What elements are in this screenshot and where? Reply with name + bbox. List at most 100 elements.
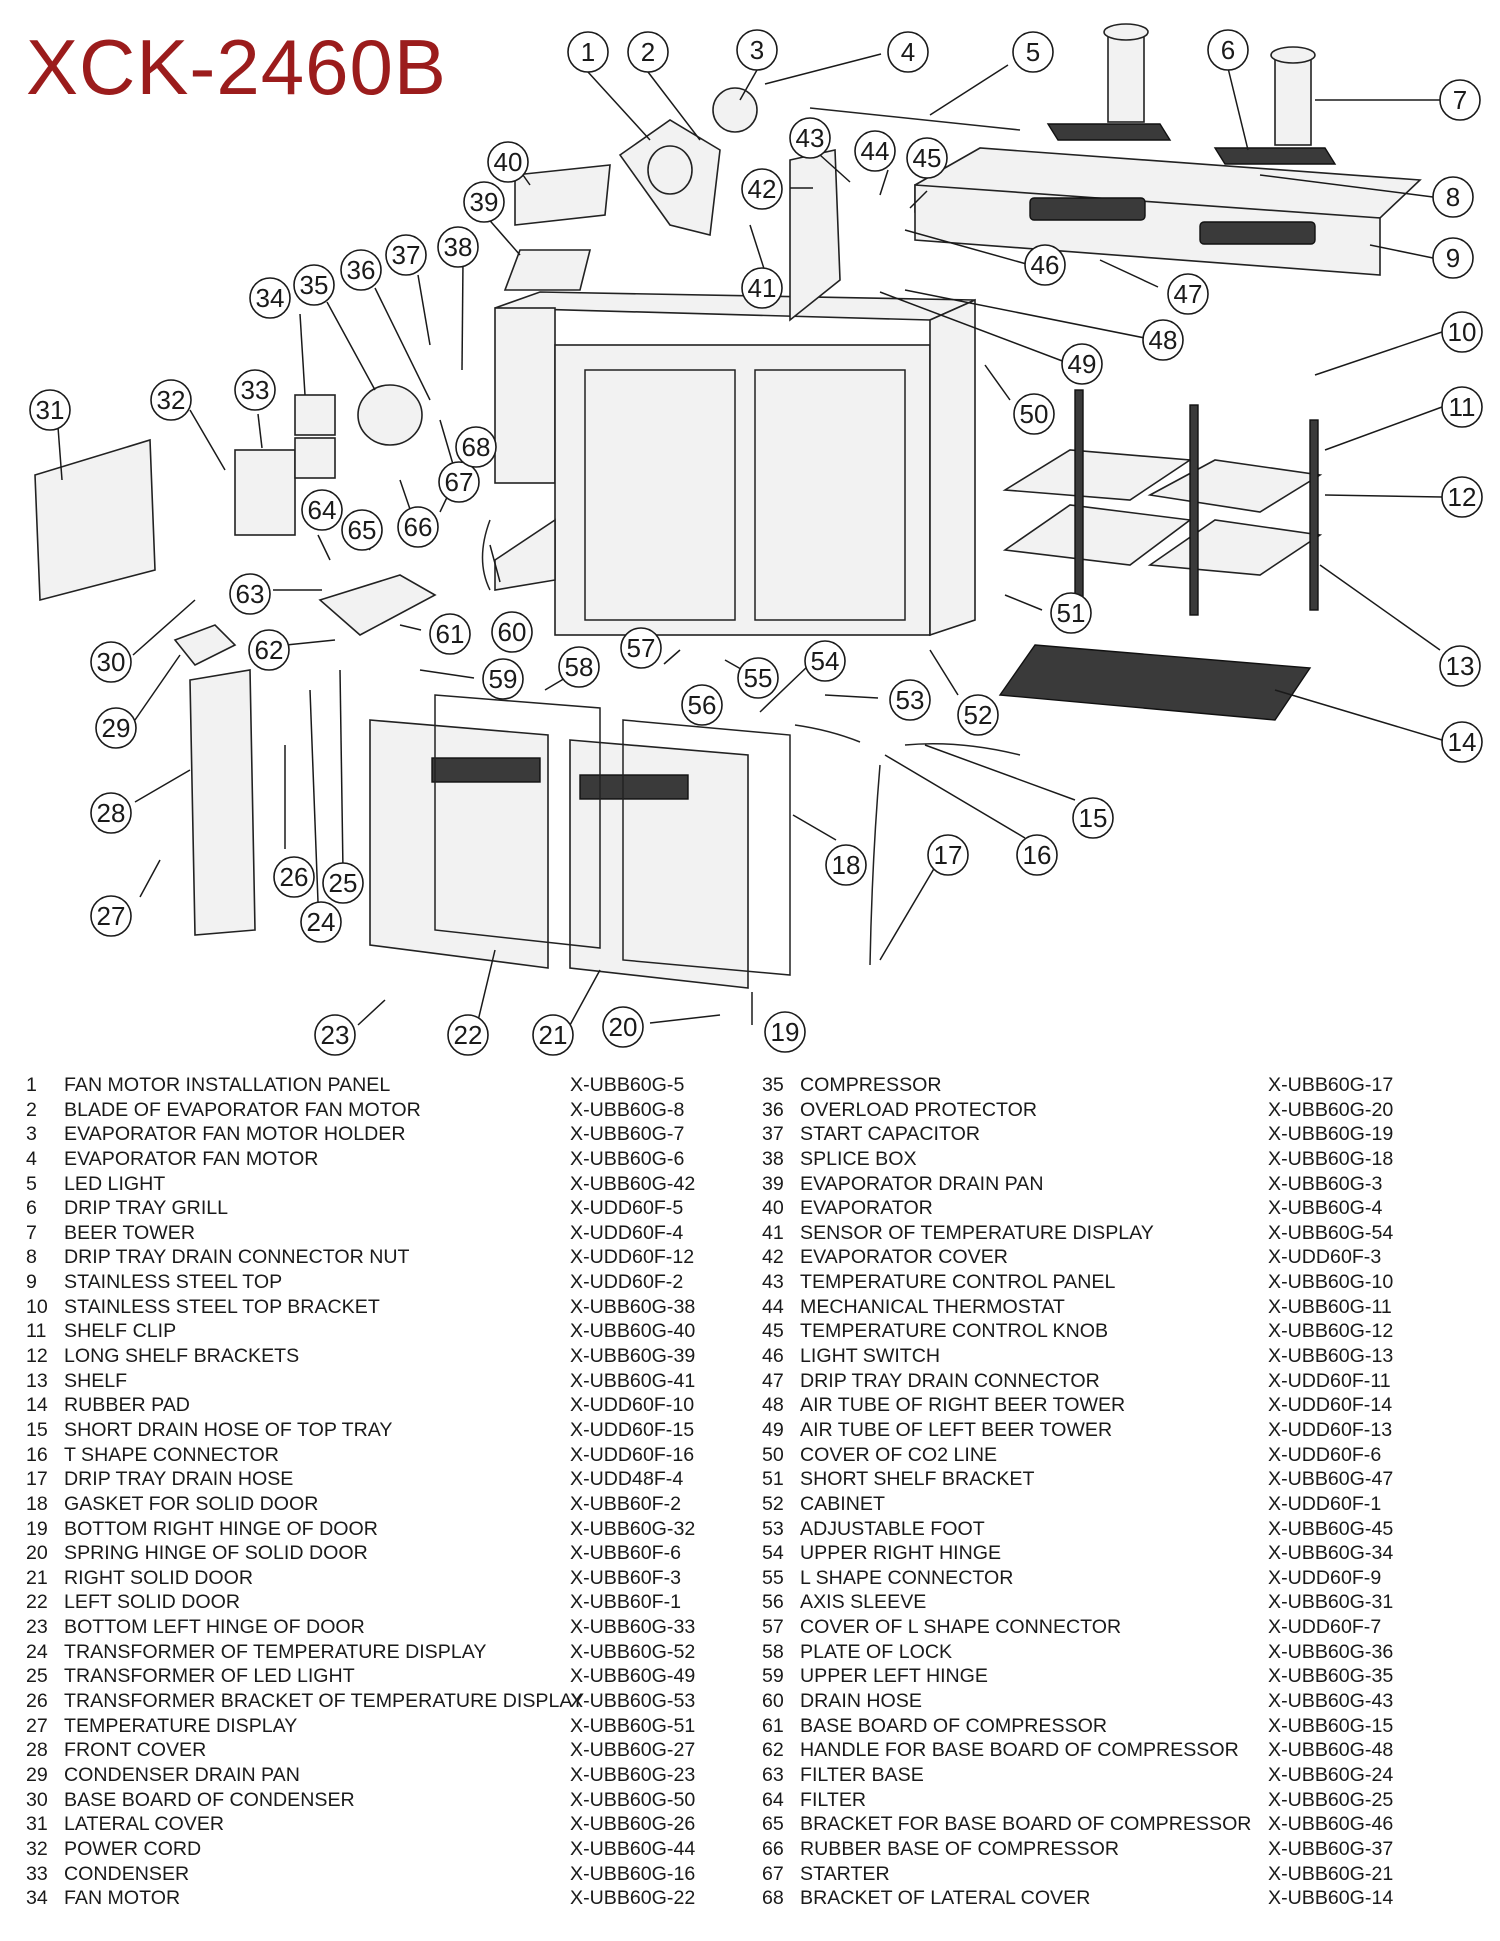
part-code: X-UBB60G-31 — [1268, 1591, 1394, 1614]
callout-circle — [95, 707, 137, 749]
callout-number: 46 — [1031, 250, 1060, 280]
part-code: X-UBB60G-46 — [1268, 1813, 1394, 1836]
callout-number: 14 — [1448, 727, 1477, 757]
part-description: EVAPORATOR — [800, 1197, 933, 1220]
part-description: AIR TUBE OF LEFT BEER TOWER — [800, 1418, 1113, 1441]
callout-31: 31 — [29, 389, 71, 431]
part-code: X-UDD60F-15 — [570, 1418, 695, 1441]
callout-circle — [314, 1014, 356, 1056]
callout-number: 25 — [329, 868, 358, 898]
callout-circle — [1441, 476, 1483, 518]
callout-number: 64 — [308, 495, 337, 525]
callout-number: 54 — [811, 646, 840, 676]
callout-55: 55 — [737, 657, 779, 699]
part-description: STARTER — [800, 1862, 890, 1885]
callout-number: 29 — [102, 713, 131, 743]
part-code: X-UBB60G-48 — [1268, 1739, 1394, 1762]
callout-circle — [293, 264, 335, 306]
part-code: X-UBB60G-14 — [1268, 1887, 1394, 1910]
callout-18: 18 — [825, 844, 867, 886]
part-code: X-UBB60G-35 — [1268, 1665, 1394, 1688]
part-description: SPRING HINGE OF SOLID DOOR — [64, 1542, 368, 1565]
callout-43: 43 — [789, 117, 831, 159]
callout-42: 42 — [741, 168, 783, 210]
part-number: 13 — [26, 1369, 48, 1392]
part-number: 2 — [26, 1098, 37, 1121]
callout-60: 60 — [491, 611, 533, 653]
part-code: X-UBB60G-32 — [570, 1517, 696, 1540]
callout-13: 13 — [1439, 645, 1481, 687]
part-description: SPLICE BOX — [800, 1147, 917, 1170]
part-number: 7 — [26, 1221, 37, 1244]
part-code: X-UBB60G-22 — [570, 1887, 696, 1910]
part-number: 52 — [762, 1492, 784, 1515]
callout-10: 10 — [1441, 311, 1483, 353]
part-code: X-UBB60F-6 — [570, 1542, 682, 1565]
callout-65: 65 — [341, 509, 383, 551]
callout-number: 12 — [1448, 482, 1477, 512]
callout-circle — [854, 130, 896, 172]
part-number: 5 — [26, 1172, 37, 1195]
part-description: FRONT COVER — [64, 1739, 207, 1762]
callout-number: 9 — [1446, 243, 1460, 273]
callout-number: 6 — [1221, 35, 1235, 65]
rubber-pad — [998, 644, 1312, 721]
part-code: X-UDD60F-13 — [1268, 1418, 1393, 1441]
callout-circle — [1013, 393, 1055, 435]
callout-number: 15 — [1079, 803, 1108, 833]
part-code: X-UBB60F-1 — [570, 1591, 682, 1614]
callout-number: 42 — [748, 174, 777, 204]
callout-circle — [1207, 29, 1249, 71]
callout-67: 67 — [438, 461, 480, 503]
callout-number: 40 — [494, 147, 523, 177]
part-number: 11 — [26, 1320, 47, 1343]
part-code: X-UBB60G-44 — [570, 1837, 696, 1860]
callout-48: 48 — [1142, 319, 1184, 361]
callout-circle — [1441, 311, 1483, 353]
callout-64: 64 — [301, 489, 343, 531]
part-description: L SHAPE CONNECTOR — [800, 1566, 1014, 1589]
part-description: FAN MOTOR — [64, 1887, 181, 1910]
callout-number: 37 — [392, 240, 421, 270]
part-description: LONG SHELF BRACKETS — [64, 1345, 300, 1368]
part-code: X-UDD60F-16 — [570, 1443, 695, 1466]
callout-circle — [438, 461, 480, 503]
part-description: COVER OF CO2 LINE — [800, 1443, 998, 1466]
callout-number: 16 — [1023, 840, 1052, 870]
callout-number: 10 — [1448, 317, 1477, 347]
callout-9: 9 — [1432, 237, 1474, 279]
callout-27: 27 — [90, 895, 132, 937]
part-description: MECHANICAL THERMOSTAT — [800, 1295, 1065, 1318]
callout-46: 46 — [1024, 244, 1066, 286]
callout-number: 50 — [1020, 399, 1049, 429]
part-code: X-UBB60G-53 — [570, 1690, 696, 1713]
callout-circle — [1167, 273, 1209, 315]
part-number: 46 — [762, 1345, 784, 1368]
part-description: LIGHT SWITCH — [800, 1345, 941, 1368]
callout-56: 56 — [681, 684, 723, 726]
part-code: X-UBB60G-10 — [1268, 1271, 1394, 1294]
callout-59: 59 — [482, 658, 524, 700]
part-number: 36 — [762, 1098, 784, 1121]
callout-17: 17 — [927, 834, 969, 876]
part-description: TEMPERATURE DISPLAY — [64, 1714, 298, 1737]
part-number: 37 — [762, 1123, 784, 1146]
